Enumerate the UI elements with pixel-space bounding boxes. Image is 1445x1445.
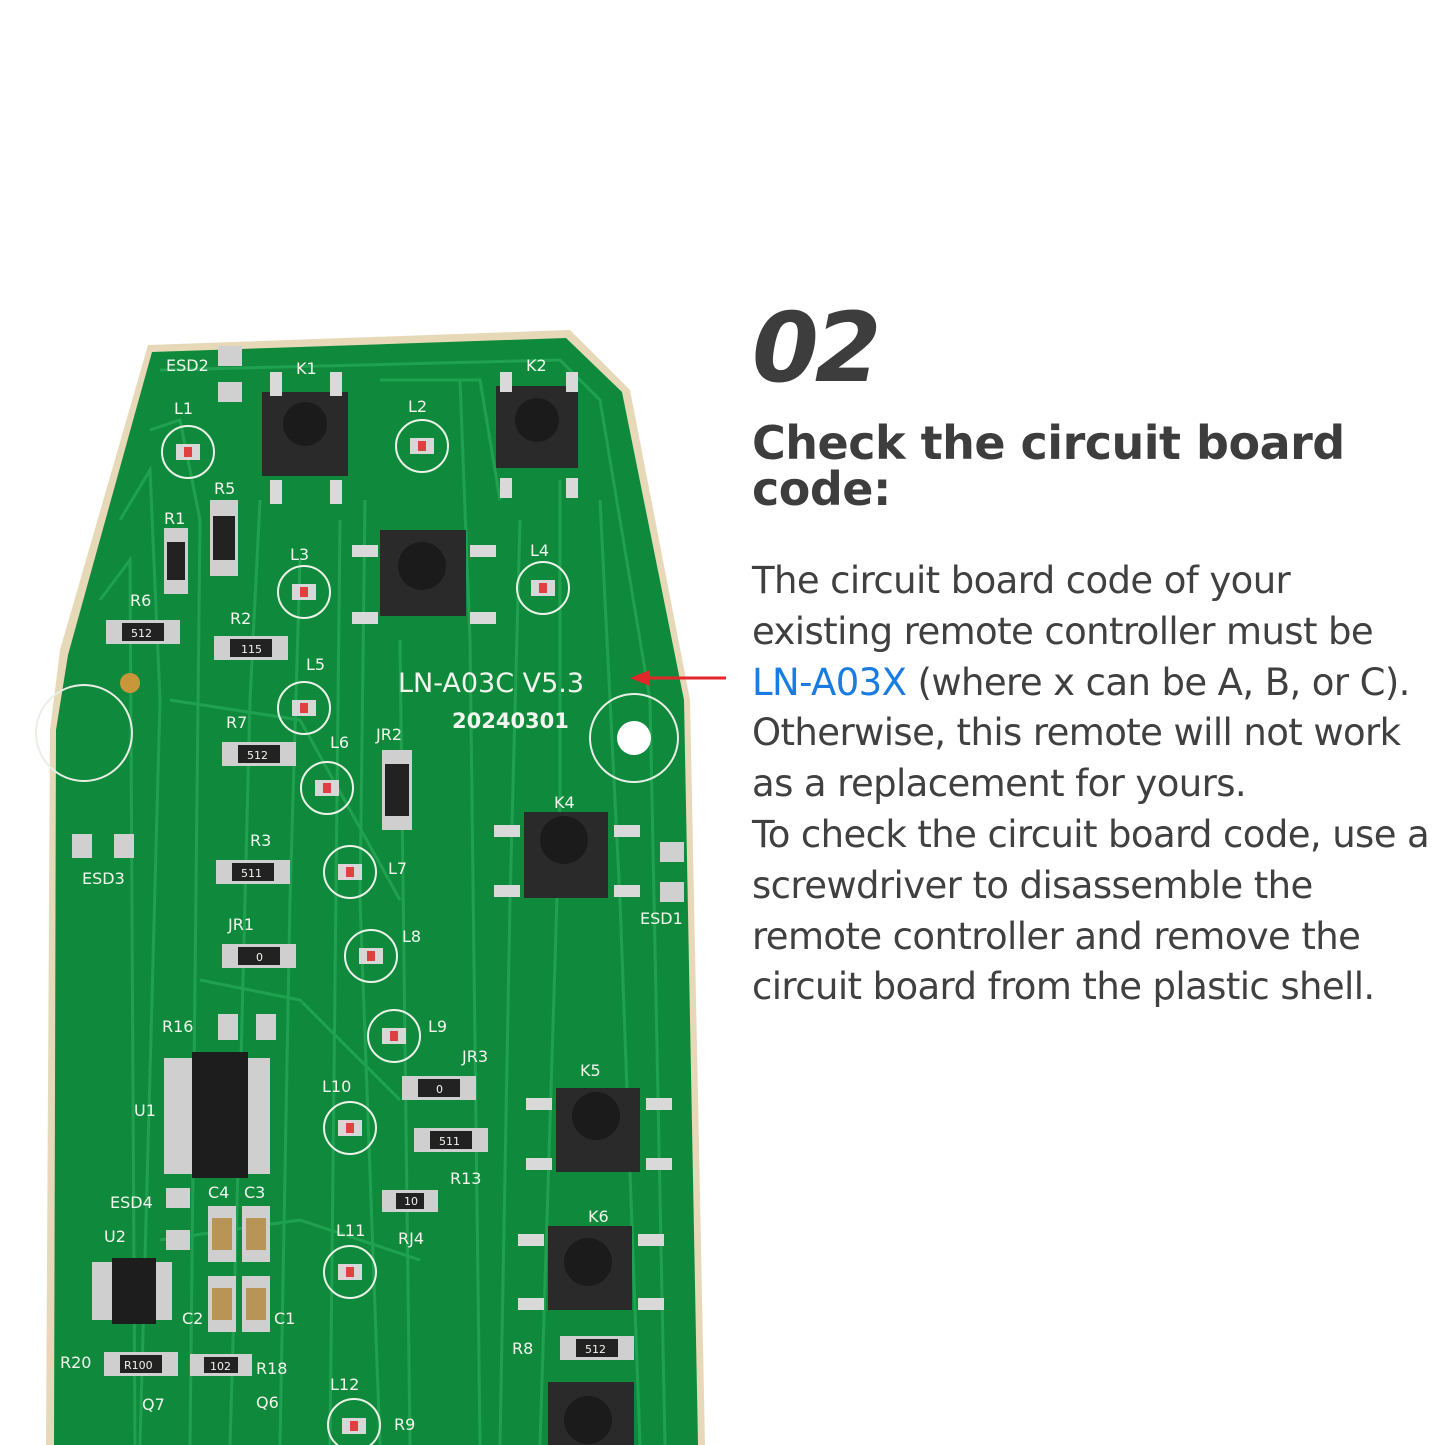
button-k4 — [494, 812, 640, 898]
silk-c3: C3 — [244, 1183, 265, 1202]
silk-c4: C4 — [208, 1183, 229, 1202]
silk-l12: L12 — [330, 1375, 359, 1394]
silk-jr3: JR3 — [461, 1047, 488, 1066]
code-jr1: 0 — [256, 951, 263, 964]
silk-r18: R18 — [256, 1359, 287, 1378]
silk-esd1: ESD1 — [640, 909, 683, 928]
silk-jr1: JR1 — [227, 915, 254, 934]
silk-r5: R5 — [214, 479, 235, 498]
silk-k5: K5 — [580, 1061, 601, 1080]
button-k1 — [262, 372, 348, 504]
led-pads — [161, 419, 570, 1445]
silk-k6: K6 — [588, 1207, 609, 1226]
instructions-p1-after: (where x can be A, B, or C). Otherwise, … — [752, 660, 1410, 806]
silk-l9: L9 — [428, 1017, 447, 1036]
silk-l7: L7 — [388, 859, 407, 878]
code-jr3: 0 — [436, 1083, 443, 1096]
silk-r8: R8 — [512, 1339, 533, 1358]
silk-k4: K4 — [554, 793, 575, 812]
silk-l6: L6 — [330, 733, 349, 752]
button-k6 — [518, 1226, 664, 1310]
silk-r6: R6 — [130, 591, 151, 610]
code-r3: 511 — [241, 867, 262, 880]
code-r8: 512 — [585, 1343, 606, 1356]
code-r13: 511 — [439, 1135, 460, 1148]
silk-r7: R7 — [226, 713, 247, 732]
button-k7 — [548, 1382, 634, 1445]
board-date-label: 20240301 — [452, 709, 569, 733]
silk-l10: L10 — [322, 1077, 351, 1096]
mounting-hole-right — [589, 693, 679, 783]
silk-r2: R2 — [230, 609, 251, 628]
silk-l3: L3 — [290, 545, 309, 564]
step-heading: Check the circuit board code: — [752, 416, 1345, 516]
button-k5 — [526, 1088, 672, 1172]
required-board-code: LN-A03X — [752, 660, 907, 704]
led-chips — [176, 438, 555, 1434]
code-r6: 512 — [131, 627, 152, 640]
button-k3 — [352, 530, 496, 624]
code-rj4: 10 — [404, 1195, 418, 1208]
silkscreen-labels: ESD2 K1 K2 L1 L2 R5 R1 L3 L4 R6 R2 L5 R7… — [60, 356, 683, 1434]
regulator-u2 — [92, 1258, 172, 1324]
silk-esd4: ESD4 — [110, 1193, 153, 1212]
silk-l8: L8 — [402, 927, 421, 946]
silk-l4: L4 — [530, 541, 549, 560]
silk-u1: U1 — [134, 1101, 156, 1120]
silk-r1: R1 — [164, 509, 185, 528]
silk-r13: R13 — [450, 1169, 481, 1188]
silk-u2: U2 — [104, 1227, 126, 1246]
code-r7: 512 — [247, 749, 268, 762]
instructions-p2: To check the circuit board code, use a s… — [752, 812, 1430, 1009]
silk-r16: R16 — [162, 1017, 193, 1036]
pointer-arrow-icon — [630, 670, 726, 686]
silk-jr2: JR2 — [375, 725, 402, 744]
silk-c1: C1 — [274, 1309, 295, 1328]
ic-u1 — [164, 1052, 270, 1178]
silk-rj4: RJ4 — [398, 1229, 424, 1248]
silk-esd3: ESD3 — [82, 869, 125, 888]
silk-q7: Q7 — [142, 1395, 165, 1414]
silk-r9: R9 — [394, 1415, 415, 1434]
silk-k2: K2 — [526, 356, 547, 375]
instructions-text: The circuit board code of your existing … — [752, 556, 1432, 1013]
silk-r20: R20 — [60, 1353, 91, 1372]
silk-l11: L11 — [336, 1221, 365, 1240]
component-codes: 512 115 512 511 0 0 511 10 512 R100 102 — [124, 627, 606, 1373]
instructions-p1-before: The circuit board code of your existing … — [752, 559, 1374, 653]
silk-esd2: ESD2 — [166, 356, 209, 375]
code-r18: 102 — [210, 1360, 231, 1373]
step-number: 02 — [752, 292, 882, 404]
code-r20: R100 — [124, 1359, 153, 1372]
board-code-label: LN-A03C V5.3 — [398, 668, 584, 699]
silk-l5: L5 — [306, 655, 325, 674]
resistors — [104, 500, 634, 1376]
silk-q6: Q6 — [256, 1393, 279, 1412]
esd-pads — [72, 346, 684, 1250]
capacitors — [208, 1206, 270, 1332]
silk-k1: K1 — [296, 359, 317, 378]
silk-l2: L2 — [408, 397, 427, 416]
button-k2 — [496, 372, 578, 498]
silk-r3: R3 — [250, 831, 271, 850]
silk-l1: L1 — [174, 399, 193, 418]
code-r2: 115 — [241, 643, 262, 656]
mounting-hole-left — [35, 673, 140, 782]
silk-c2: C2 — [182, 1309, 203, 1328]
